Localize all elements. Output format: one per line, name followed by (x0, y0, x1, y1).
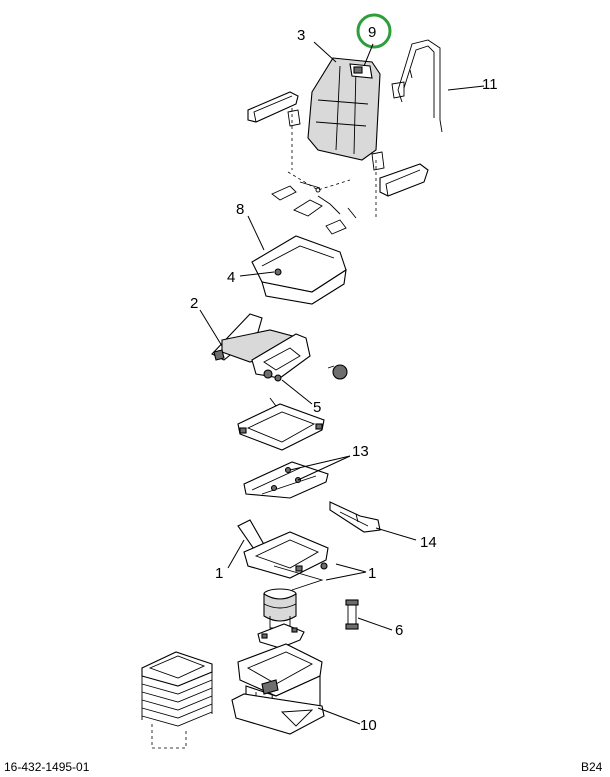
drawing-number: 16-432-1495-01 (4, 760, 90, 774)
callout-1-left: 1 (215, 565, 223, 582)
callout-13: 13 (352, 443, 369, 460)
callout-9: 9 (368, 24, 376, 41)
scissor-linkage (243, 461, 329, 499)
seat-slide (211, 313, 311, 382)
leader-lines (199, 41, 485, 725)
air-spring (263, 588, 297, 629)
page-code: B24 (581, 760, 603, 774)
callout-11: 11 (482, 76, 498, 93)
callout-2: 2 (190, 295, 198, 312)
lower-frame (237, 519, 329, 591)
back-hardware (271, 171, 357, 235)
headrest-frame (391, 39, 443, 133)
callout-1-right: 1 (368, 565, 376, 582)
seat-cushion (251, 235, 347, 305)
highlight-ring-9 (356, 13, 392, 49)
callout-10: 10 (360, 717, 377, 734)
upper-frame (237, 397, 325, 451)
pin-part (345, 599, 359, 630)
callout-6: 6 (395, 622, 403, 639)
right-armrest (371, 151, 429, 218)
callout-3: 3 (297, 27, 305, 44)
seat-back (307, 57, 381, 161)
callout-5: 5 (313, 399, 321, 416)
adjust-knob (327, 364, 348, 380)
lower-plate (257, 623, 305, 649)
base-riser (231, 643, 325, 735)
footer: 16-432-1495-01 B24 (4, 760, 603, 774)
mounting-bracket (329, 501, 381, 533)
callout-labels: 9 3 11 8 4 2 5 13 14 1 1 6 10 (190, 24, 498, 734)
callout-8: 8 (236, 201, 244, 218)
callout-4: 4 (227, 269, 235, 286)
spacer-stack (141, 651, 213, 749)
left-armrest (247, 91, 301, 170)
callout-14: 14 (420, 534, 437, 551)
